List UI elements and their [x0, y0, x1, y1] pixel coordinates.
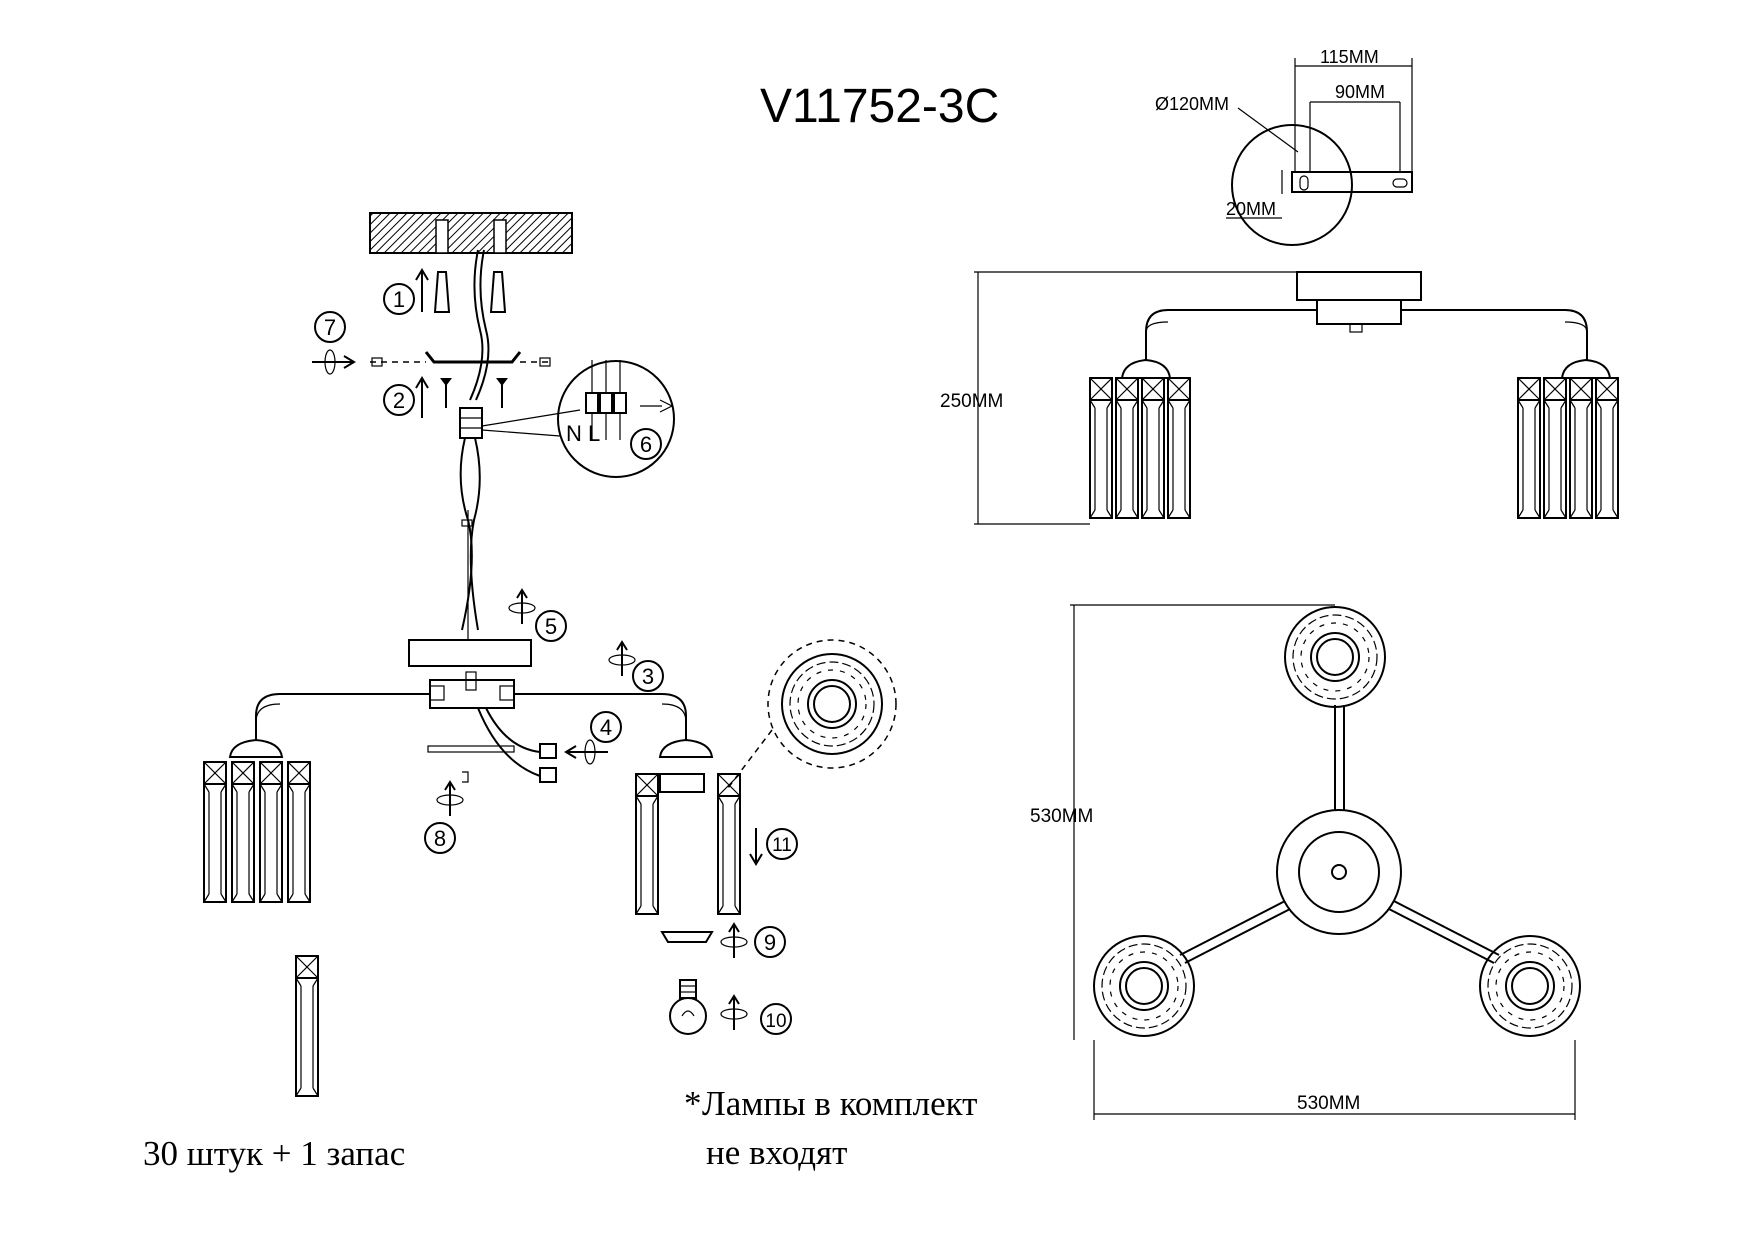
step-label-2: 2: [393, 388, 405, 413]
live-label: L: [588, 421, 600, 446]
step-label-11: 11: [772, 835, 792, 856]
step-marker-5: 5: [535, 610, 567, 642]
step-label-3: 3: [642, 664, 654, 689]
canopy-plate-detail: 115MM 90MM Ø120MM 20MM: [1155, 47, 1413, 246]
step-label-4: 4: [600, 715, 612, 740]
step-label-7: 7: [324, 315, 336, 340]
step-label-1: 1: [393, 287, 405, 312]
step-marker-1: 1: [383, 283, 415, 315]
side-view: 250MM: [940, 271, 1619, 525]
step-marker-3: 3: [632, 660, 664, 692]
step-marker-9: 9: [754, 926, 786, 958]
step-label-9: 9: [764, 930, 776, 955]
step-marker-10: 10: [760, 1003, 792, 1035]
canopy-height-dim: 20MM: [1226, 199, 1276, 219]
step-marker-8: 8: [424, 822, 456, 854]
canopy-diameter-dim: Ø120MM: [1155, 94, 1229, 114]
exploded-assembly: N L: [203, 212, 897, 1097]
step-markers: 1 2 3 4 5 6 7 8: [314, 283, 798, 1035]
depth-dim: 530MM: [1030, 806, 1093, 827]
step-label-5: 5: [545, 614, 557, 639]
step-marker-11: 11: [766, 828, 798, 860]
bulb-note-line-2: не входят: [706, 1133, 847, 1172]
step-label-8: 8: [434, 826, 446, 851]
width-dim: 530MM: [1297, 1093, 1360, 1114]
step-marker-2: 2: [383, 384, 415, 416]
step-label-10: 10: [765, 1011, 786, 1032]
bulb-note-line-1: Лампы в комплект: [702, 1084, 977, 1123]
canopy-width-dim: 115MM: [1320, 47, 1379, 67]
model-title: V11752-3C: [760, 80, 999, 133]
bulb-note-star: *: [684, 1084, 702, 1123]
top-view: 530MM 530MM: [1030, 604, 1581, 1120]
step-marker-6: 6: [630, 428, 662, 460]
step-marker-4: 4: [590, 711, 622, 743]
height-dim: 250MM: [940, 391, 1003, 412]
step-marker-7: 7: [314, 311, 346, 343]
hole-spacing-dim: 90MM: [1335, 82, 1385, 102]
step-label-6: 6: [640, 432, 652, 457]
neutral-label: N: [566, 421, 582, 446]
crystal-count-note: 30 штук + 1 запас: [143, 1134, 405, 1173]
